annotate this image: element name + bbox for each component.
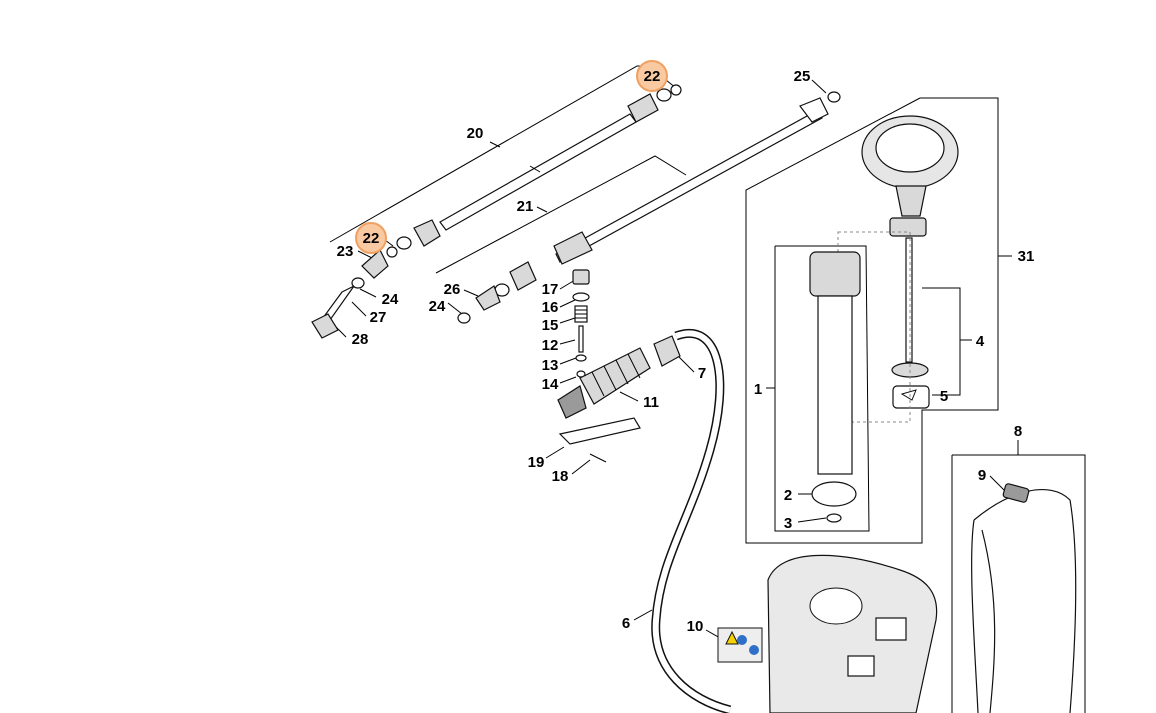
callout-17[interactable]: 17 <box>542 281 559 298</box>
warning-label-10 <box>717 627 763 663</box>
callout-12[interactable]: 12 <box>542 337 559 354</box>
nozzle-assembly <box>311 249 501 339</box>
callout-11[interactable]: 11 <box>643 394 659 411</box>
callout-24a[interactable]: 24 <box>382 291 399 308</box>
highlight-ring-22 <box>636 60 668 92</box>
handle-body-11 <box>557 335 681 463</box>
callout-7[interactable]: 7 <box>698 365 706 382</box>
callout-6[interactable]: 6 <box>622 615 630 632</box>
callout-15[interactable]: 15 <box>542 317 559 334</box>
wand-20 <box>386 84 682 258</box>
callout-3[interactable]: 3 <box>784 515 792 532</box>
callout-20[interactable]: 20 <box>467 125 484 142</box>
callout-2[interactable]: 2 <box>784 487 792 504</box>
callout-1[interactable]: 1 <box>754 381 762 398</box>
callout-10[interactable]: 10 <box>687 618 704 635</box>
callout-28[interactable]: 28 <box>352 331 369 348</box>
pump-31 <box>837 115 959 423</box>
callout-23[interactable]: 23 <box>337 243 354 260</box>
callout-16[interactable]: 16 <box>542 299 559 316</box>
highlight-ring-22 <box>355 222 387 254</box>
hose-6 <box>651 329 732 713</box>
callout-31[interactable]: 31 <box>1018 248 1035 265</box>
highlight-layer <box>355 60 668 254</box>
valve-parts <box>572 269 590 378</box>
callout-5[interactable]: 5 <box>940 388 948 405</box>
callout-26[interactable]: 26 <box>444 281 461 298</box>
callout-25[interactable]: 25 <box>794 68 811 85</box>
callout-8[interactable]: 8 <box>1014 423 1022 440</box>
cylinder-1 <box>809 251 861 523</box>
tank <box>767 554 938 713</box>
callout-24b[interactable]: 24 <box>429 298 446 315</box>
callout-13[interactable]: 13 <box>542 357 559 374</box>
callout-4[interactable]: 4 <box>976 333 985 350</box>
callout-9[interactable]: 9 <box>978 467 986 484</box>
callout-22b[interactable]: 22 <box>363 230 380 247</box>
callout-21[interactable]: 21 <box>517 198 534 215</box>
callout-14[interactable]: 14 <box>542 376 559 393</box>
callout-22a[interactable]: 22 <box>644 68 661 85</box>
callout-labels: 22 22 25 20 21 23 24 24 26 27 28 17 16 1… <box>337 68 1035 635</box>
callout-19[interactable]: 19 <box>528 454 545 471</box>
strap-8 <box>971 483 1077 713</box>
bracket-lines <box>329 65 1086 713</box>
lance-21 <box>494 91 841 297</box>
callout-18[interactable]: 18 <box>552 468 569 485</box>
callout-27[interactable]: 27 <box>370 309 387 326</box>
